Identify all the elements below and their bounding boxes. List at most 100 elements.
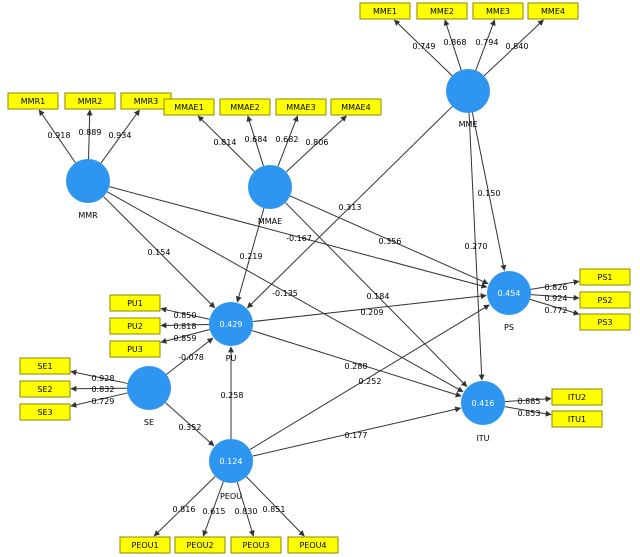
indicator-mme3[interactable]: MME3 bbox=[472, 2, 524, 20]
loading-value-ps3: 0.772 bbox=[545, 306, 568, 315]
loading-value-mmr1: 0.918 bbox=[48, 131, 71, 140]
indicator-mme4[interactable]: MME4 bbox=[527, 2, 579, 20]
indicator-label: ITU1 bbox=[568, 415, 586, 424]
path-coefficient-mmr-to-ps: -0.167 bbox=[286, 234, 312, 243]
loading-value-ps2: 0.924 bbox=[545, 294, 568, 303]
path-coefficient-peou-to-pu: 0.258 bbox=[221, 391, 244, 400]
loading-value-pu2: 0.818 bbox=[174, 322, 197, 331]
loading-value-peou4: 0.851 bbox=[263, 505, 286, 514]
indicator-mmae3[interactable]: MMAE3 bbox=[275, 98, 327, 116]
indicator-box bbox=[7, 92, 59, 110]
loading-value-mmae3: 0.682 bbox=[276, 135, 299, 144]
indicator-label: PEOU2 bbox=[186, 541, 213, 550]
indicator-label: PU3 bbox=[127, 345, 143, 354]
indicator-box bbox=[287, 536, 339, 554]
indicator-box bbox=[551, 388, 603, 406]
loading-arrow-ps1 bbox=[530, 279, 580, 290]
indicator-ps3[interactable]: PS3 bbox=[579, 313, 631, 331]
path-arrow-se-to-peou bbox=[165, 402, 215, 447]
indicator-pu2[interactable]: PU2 bbox=[109, 317, 161, 335]
latent-variable-circle bbox=[487, 271, 531, 315]
indicator-peou4[interactable]: PEOU4 bbox=[287, 536, 339, 554]
loading-value-se2: 0.832 bbox=[92, 385, 115, 394]
latent-variable-mmae[interactable]: MMAE bbox=[248, 165, 292, 226]
indicator-mme2[interactable]: MME2 bbox=[416, 2, 468, 20]
loading-arrow-mmae4 bbox=[285, 115, 347, 173]
indicator-se3[interactable]: SE3 bbox=[19, 403, 71, 421]
indicator-box bbox=[219, 98, 271, 116]
loading-arrow-pu3 bbox=[160, 329, 210, 344]
indicator-box bbox=[359, 2, 411, 20]
indicator-box bbox=[579, 313, 631, 331]
loading-value-mme4: 0.840 bbox=[506, 42, 529, 51]
indicator-box bbox=[19, 380, 71, 398]
loading-value-ps1: 0.826 bbox=[545, 283, 568, 292]
indicator-se2[interactable]: SE2 bbox=[19, 380, 71, 398]
loading-arrow-peou4 bbox=[246, 476, 305, 537]
indicator-itu2[interactable]: ITU2 bbox=[551, 388, 603, 406]
loading-arrow-peou3 bbox=[236, 481, 255, 537]
indicator-mmae2[interactable]: MMAE2 bbox=[219, 98, 271, 116]
indicator-label: MME3 bbox=[486, 7, 510, 16]
path-arrow-pu-to-itu bbox=[251, 330, 462, 398]
indicator-label: PS3 bbox=[598, 318, 613, 327]
indicator-label: MMAE3 bbox=[286, 103, 315, 112]
loading-value-pu3: 0.859 bbox=[174, 334, 197, 343]
latent-variable-circle bbox=[446, 69, 490, 113]
indicator-label: MME1 bbox=[373, 7, 397, 16]
indicator-pu1[interactable]: PU1 bbox=[109, 294, 161, 312]
latent-variable-name: PU bbox=[226, 354, 237, 363]
indicator-itu1[interactable]: ITU1 bbox=[551, 410, 603, 428]
loading-value-mmr3: 0.934 bbox=[109, 131, 132, 140]
latent-variable-mme[interactable]: MME bbox=[446, 69, 490, 129]
indicator-pu3[interactable]: PU3 bbox=[109, 340, 161, 358]
latent-variable-se[interactable]: SE bbox=[127, 366, 171, 427]
indicator-box bbox=[275, 98, 327, 116]
indicator-label: PU1 bbox=[127, 299, 143, 308]
indicator-mmr2[interactable]: MMR2 bbox=[64, 92, 116, 110]
indicator-peou2[interactable]: PEOU2 bbox=[174, 536, 226, 554]
loading-value-mme3: 0.794 bbox=[476, 38, 499, 47]
indicator-label: SE2 bbox=[37, 385, 52, 394]
indicator-mmr1[interactable]: MMR1 bbox=[7, 92, 59, 110]
latent-variable-name: ITU bbox=[476, 434, 489, 443]
r-squared-value: 0.416 bbox=[472, 399, 495, 408]
path-coefficient-pu-to-ps: 0.209 bbox=[361, 308, 384, 317]
loading-arrow-mmae3 bbox=[277, 115, 299, 167]
latent-variable-mmr[interactable]: MMR bbox=[66, 159, 110, 220]
latent-variable-circle bbox=[127, 366, 171, 410]
indicator-label: ITU2 bbox=[568, 393, 586, 402]
indicator-ps2[interactable]: PS2 bbox=[579, 291, 631, 309]
indicator-mme1[interactable]: MME1 bbox=[359, 2, 411, 20]
latent-variable-name: MME bbox=[459, 120, 478, 129]
loading-arrow-se1 bbox=[70, 369, 128, 384]
indicator-mmae4[interactable]: MMAE4 bbox=[330, 98, 382, 116]
indicator-label: PEOU1 bbox=[131, 541, 158, 550]
path-arrow-mmae-to-pu bbox=[235, 208, 265, 303]
latent-variable-circle bbox=[248, 165, 292, 209]
path-arrow-mmae-to-ps bbox=[289, 195, 489, 285]
loading-arrow-ps2 bbox=[530, 294, 580, 301]
loading-arrow-pu1 bbox=[160, 306, 210, 320]
loading-arrow-mmae2 bbox=[246, 115, 264, 167]
indicator-label: MMAE1 bbox=[174, 103, 203, 112]
path-coefficient-mmae-to-ps: 0.356 bbox=[379, 237, 402, 246]
indicator-mmae1[interactable]: MMAE1 bbox=[163, 98, 215, 116]
path-coefficient-pu-to-itu: 0.288 bbox=[345, 362, 368, 371]
path-arrow-mmae-to-itu bbox=[285, 202, 468, 388]
r-squared-value: 0.429 bbox=[220, 320, 243, 329]
loading-arrow-pu2 bbox=[160, 322, 210, 329]
indicator-se1[interactable]: SE1 bbox=[19, 357, 71, 375]
latent-variable-circle bbox=[461, 381, 505, 425]
indicator-ps1[interactable]: PS1 bbox=[579, 268, 631, 286]
indicator-box bbox=[230, 536, 282, 554]
indicator-peou3[interactable]: PEOU3 bbox=[230, 536, 282, 554]
indicator-box bbox=[174, 536, 226, 554]
path-coefficient-peou-to-ps: 0.252 bbox=[359, 377, 382, 386]
loading-arrow-peou2 bbox=[202, 481, 224, 537]
indicator-peou1[interactable]: PEOU1 bbox=[119, 536, 171, 554]
